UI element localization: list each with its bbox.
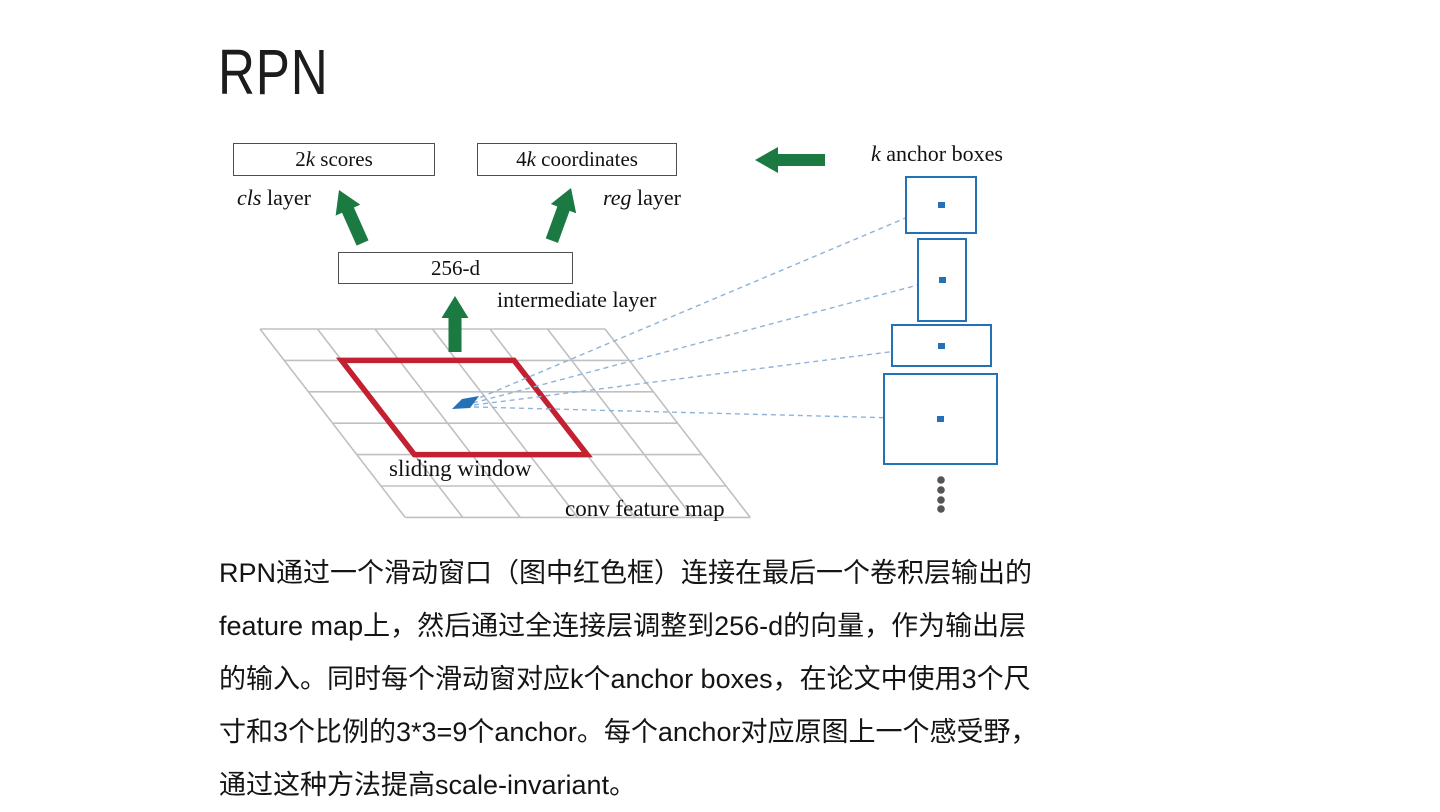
paragraph-line: 的输入。同时每个滑动窗对应k个anchor boxes，在论文中使用3个尺 [219,664,1031,694]
anchor-center-dot [937,202,945,208]
anchor-center-dot [938,342,945,349]
anchor-pointer-arrow [755,147,825,173]
cls-layer-label: cls layer [237,185,311,210]
scores-box-label: 2k scores [295,147,373,171]
anchor-boxes-label: k anchor boxes [871,141,1003,166]
sliding-window-center-marker [452,396,479,409]
page-title: RPN [218,36,329,108]
reg-arrow [545,188,577,243]
anchor-center-dot [937,416,944,422]
paragraph-line: feature map上，然后通过全连接层调整到256-d的向量，作为输出层 [219,611,1027,641]
cls-arrow [335,190,369,246]
coordinates-box: 4k coordinates [477,143,677,176]
paragraph-line: RPN通过一个滑动窗口（图中红色框）连接在最后一个卷积层输出的 [219,558,1033,588]
coordinates-box-label: 4k coordinates [516,147,638,171]
paragraph-line: 通过这种方法提高scale-invariant。 [219,770,637,800]
conv-feature-map-grid [259,328,751,519]
anchor-center-dot [938,277,946,283]
anchor-box [883,373,998,465]
anchor-box [917,238,967,322]
sliding-window-outline [335,357,593,458]
intermediate-arrow [441,296,469,352]
anchor-box [905,176,977,234]
reg-layer-label: reg layer [603,185,681,210]
intermediate-layer-label: intermediate layer [497,287,657,312]
conv-feature-map-label: conv feature map [565,496,725,521]
anchor-ellipsis-dots [937,476,945,513]
256d-box: 256-d [338,252,573,284]
scores-box: 2k scores [233,143,435,176]
sliding-window-label: sliding window [389,456,532,481]
anchor-box [891,324,992,367]
paragraph-line: 寸和3个比例的3*3=9个anchor。每个anchor对应原图上一个感受野， [219,717,1038,747]
description-paragraph: RPN通过一个滑动窗口（图中红色框）连接在最后一个卷积层输出的 feature … [219,547,1179,812]
256d-box-label: 256-d [431,255,480,280]
anchor-connector-lines [471,205,937,420]
